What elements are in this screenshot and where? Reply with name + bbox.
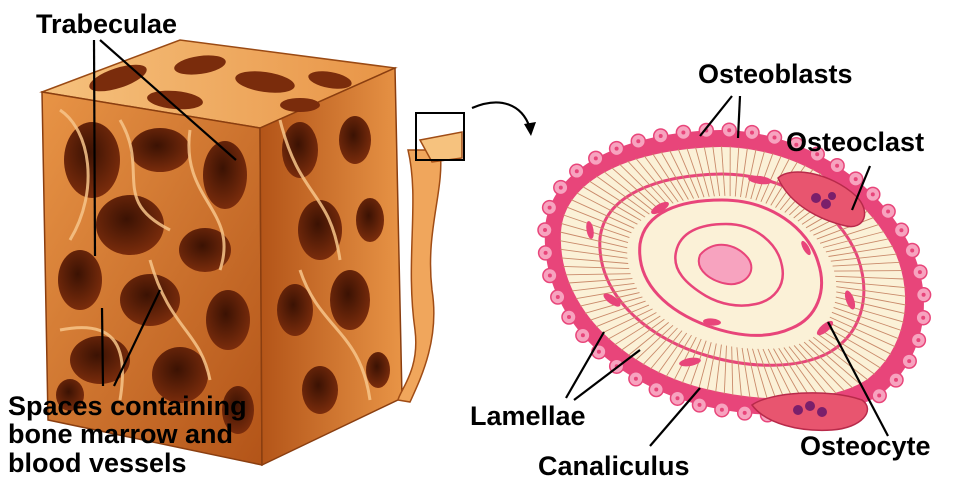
label-osteocyte: Osteocyte [800,432,931,460]
osteoblast-nucleus [886,210,890,214]
osteoblast-nucleus [559,186,563,190]
osteoblast-nucleus [910,249,914,253]
osteoblast-nucleus [581,333,585,337]
osteoblast-nucleus [636,139,640,143]
osteoclast-lower [752,393,867,430]
osteoblast-nucleus [720,408,724,412]
osteoblast-nucleus [543,228,547,232]
label-spaces: Spaces containing bone marrow and blood … [8,392,247,477]
osteoblast-nucleus [750,131,754,135]
osteoblast-nucleus [743,411,747,415]
osteoblast-nucleus [615,147,619,151]
osteoblast-nucleus [854,177,858,181]
label-spaces-line-2: bone marrow and [8,420,247,448]
osteoblast-nucleus [544,251,548,255]
osteoblast-nucleus [698,403,702,407]
osteoblast-nucleus [676,396,680,400]
osteoblast-nucleus [918,270,922,274]
label-spaces-line-3: blood vessels [8,449,247,477]
osteoblast-nucleus [916,338,920,342]
osteoblast-nucleus [548,206,552,210]
label-osteoclast: Osteoclast [786,128,924,156]
osteoblast-nucleus [871,192,875,196]
leader-trabeculae-1 [94,40,95,256]
leader-spaces-1 [102,308,103,386]
osteoblast-nucleus [922,293,926,297]
osteoblast-nucleus [659,134,663,138]
osteoblast-nucleus [727,128,731,132]
osteoblast-nucleus [634,377,638,381]
protruding-trabecula [398,150,441,402]
osteoblast-nucleus [681,131,685,135]
osteoblast-nucleus [548,274,552,278]
trabecula-cross-section [538,123,931,430]
label-osteoblasts: Osteoblasts [698,60,853,88]
canaliculus-line [834,271,902,272]
osteoblast-nucleus [921,316,925,320]
magnify-arrow [472,102,536,136]
osteoblast-nucleus [654,388,658,392]
label-canaliculus: Canaliculus [538,452,690,480]
osteoblast-nucleus [556,295,560,299]
label-trabeculae: Trabeculae [36,10,177,38]
osteoblast-nucleus [567,315,571,319]
osteoblast-nucleus [877,394,881,398]
osteoblast-nucleus [894,378,898,382]
osteoblast-nucleus [594,156,598,160]
osteoblast-nucleus [575,169,579,173]
osteoblast-nucleus [899,228,903,232]
osteoblast-nucleus [907,359,911,363]
osteoblast-nucleus [835,164,839,168]
osteoblast-nucleus [773,136,777,140]
label-spaces-line-1: Spaces containing [8,392,247,420]
osteoblast-nucleus [597,350,601,354]
label-lamellae: Lamellae [470,402,586,430]
